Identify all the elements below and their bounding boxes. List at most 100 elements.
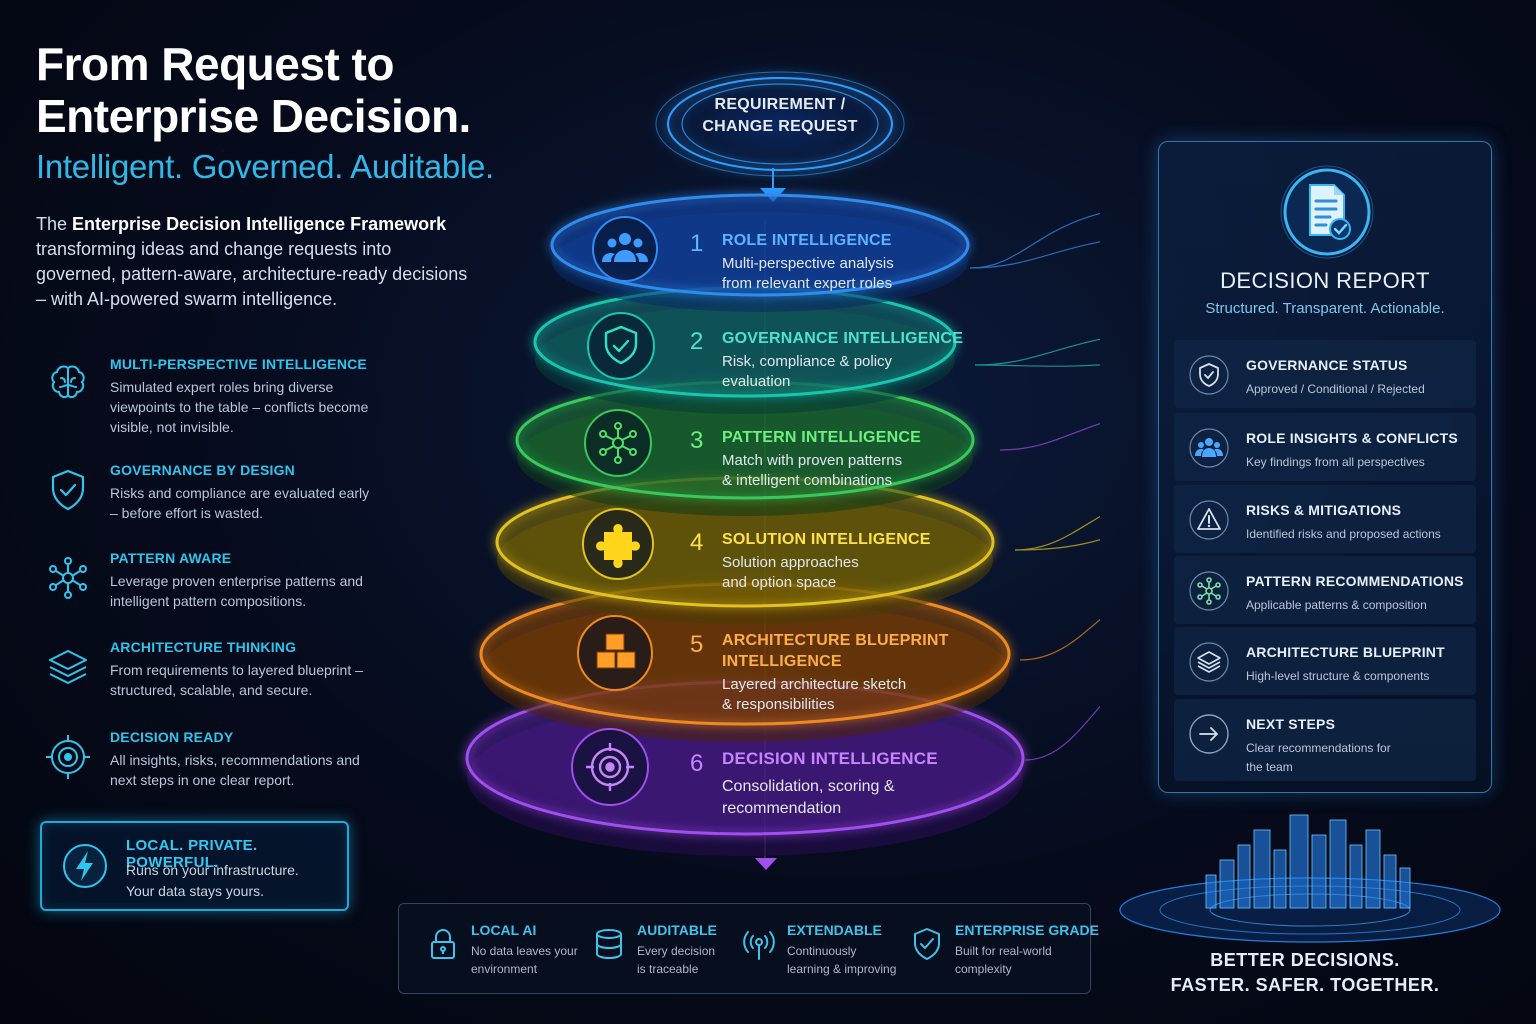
report-item-title: ARCHITECTURE BLUEPRINT <box>1246 644 1445 660</box>
report-item-desc: Approved / Conditional / Rejected <box>1246 382 1425 396</box>
title-line-1: From Request to <box>36 38 394 90</box>
layer-desc-line-1: Layered architecture sketch <box>722 676 907 693</box>
report-item-title: GOVERNANCE STATUS <box>1246 357 1408 373</box>
tagline: Intelligent. Governed. Auditable. <box>36 148 494 185</box>
layer-title: PATTERN INTELLIGENCE <box>722 429 921 446</box>
feature-title: DECISION READY <box>110 729 234 745</box>
report-item-desc: Applicable patterns & composition <box>1246 598 1427 612</box>
layer-desc-line-1: Solution approaches <box>722 554 859 571</box>
request-line-1: REQUIREMENT / <box>714 96 846 113</box>
report-item-desc: Identified risks and proposed actions <box>1246 527 1441 541</box>
feature-desc: Leverage proven enterprise patterns and … <box>110 573 363 609</box>
users-icon <box>1189 428 1229 468</box>
report-item-risks: RISKS & MITIGATIONS Identified risks and… <box>1174 485 1476 553</box>
layer-desc: Risk, compliance & policy evaluation <box>722 352 892 392</box>
layers-icon <box>1189 642 1229 682</box>
layer-desc: Multi-perspective analysis from relevant… <box>722 254 894 294</box>
layer-desc: Solution approaches and option space <box>722 553 859 593</box>
layer-desc-line-2: from relevant expert roles <box>722 275 893 292</box>
layer-title: ROLE INTELLIGENCE <box>722 232 892 249</box>
layer-desc-line-1: Match with proven patterns <box>722 452 903 469</box>
bar-item-title: ENTERPRISE GRADE <box>955 922 1099 938</box>
layer-title-line-2: INTELLIGENCE <box>722 653 842 670</box>
report-item-governance-status: GOVERNANCE STATUS Approved / Conditional… <box>1174 340 1476 408</box>
arrow-right-icon <box>1189 714 1229 754</box>
local-box-line-1: Runs on your infrastructure. <box>126 862 299 878</box>
slogan-line-1: BETTER DECISIONS. <box>1210 950 1400 970</box>
report-item-desc: High-level structure & components <box>1246 669 1430 683</box>
report-title: DECISION REPORT <box>1220 268 1430 293</box>
feature-multi-perspective: MULTI-PERSPECTIVE INTELLIGENCE Simulated… <box>44 356 374 436</box>
layer-desc-line-2: and option space <box>722 574 837 591</box>
layer-desc-line-2: & intelligent combinations <box>722 472 893 489</box>
report-subtitle: Structured. Transparent. Actionable. <box>1205 300 1445 317</box>
shield-check-icon <box>604 325 638 365</box>
layer-number: 6 <box>690 750 704 777</box>
report-item-title: ROLE INSIGHTS & CONFLICTS <box>1246 430 1458 446</box>
intro-bold: Enterprise Decision Intelligence Framewo… <box>72 214 447 234</box>
puzzle-icon <box>596 524 640 568</box>
database-icon <box>596 929 622 960</box>
layers-icon <box>49 650 87 684</box>
slogan: BETTER DECISIONS. FASTER. SAFER. TOGETHE… <box>1150 948 1460 998</box>
bottom-feature-bar: LOCAL AI No data leaves your environment… <box>398 903 1099 995</box>
feature-desc: All insights, risks, recommendations and… <box>110 752 360 788</box>
bar-item-title: LOCAL AI <box>471 922 537 938</box>
layer-desc: Layered architecture sketch & responsibi… <box>722 675 906 715</box>
document-check-icon <box>1280 165 1374 259</box>
layer-desc-line-2: evaluation <box>722 373 791 390</box>
feature-desc: Risks and compliance are evaluated early… <box>110 485 370 521</box>
layer-desc-line-1: Risk, compliance & policy <box>722 353 893 370</box>
feature-title: GOVERNANCE BY DESIGN <box>110 462 295 478</box>
bar-item-enterprise-grade: ENTERPRISE GRADE Built for real-world co… <box>907 904 1099 995</box>
shield-check-icon <box>914 928 940 960</box>
report-item-desc: Key findings from all perspectives <box>1246 455 1425 469</box>
layer-title-line-1: ARCHITECTURE BLUEPRINT <box>722 632 949 649</box>
cubes-icon <box>596 633 636 669</box>
bar-item-desc: Built for real-world complexity <box>955 944 1052 976</box>
report-item-role-insights: ROLE INSIGHTS & CONFLICTS Key findings f… <box>1174 413 1476 481</box>
layer-desc: Match with proven patterns & intelligent… <box>722 451 902 491</box>
bar-item-desc: Continuously learning & improving <box>787 944 897 976</box>
feature-desc: Simulated expert roles bring diverse vie… <box>110 379 369 435</box>
layer-title: GOVERNANCE INTELLIGENCE <box>722 330 964 347</box>
report-item-desc: Clear recommendations for the team <box>1246 741 1391 774</box>
layer-title: DECISION INTELLIGENCE <box>722 749 938 768</box>
report-item-title: PATTERN RECOMMENDATIONS <box>1246 573 1464 589</box>
report-item-pattern-recommendations: PATTERN RECOMMENDATIONS Applicable patte… <box>1174 556 1476 624</box>
feature-architecture: ARCHITECTURE THINKING From requirements … <box>44 639 374 719</box>
shield-check-icon <box>1189 355 1229 395</box>
feature-title: MULTI-PERSPECTIVE INTELLIGENCE <box>110 356 367 372</box>
layer-desc-line-2: & responsibilities <box>722 696 835 713</box>
feature-title: PATTERN AWARE <box>110 550 232 566</box>
antenna-icon <box>743 931 775 960</box>
local-box-title: LOCAL. PRIVATE. POWERFUL. <box>126 837 258 871</box>
network-icon <box>1189 571 1229 611</box>
users-icon <box>602 233 648 262</box>
layer-title: ARCHITECTURE BLUEPRINT INTELLIGENCE <box>722 630 949 672</box>
bar-item-title: AUDITABLE <box>637 922 717 938</box>
local-box-line-2: Your data stays yours. <box>126 883 265 899</box>
feature-governance: GOVERNANCE BY DESIGN Risks and complianc… <box>44 462 374 542</box>
report-item-title: NEXT STEPS <box>1246 716 1336 732</box>
bar-item-desc: Every decision is traceable <box>637 944 716 976</box>
feature-decision-ready: DECISION READY All insights, risks, reco… <box>44 729 374 809</box>
layer-number: 1 <box>690 230 704 257</box>
brain-icon <box>51 365 85 399</box>
lock-icon <box>431 929 455 959</box>
feature-desc: From requirements to layered blueprint –… <box>110 662 363 698</box>
layer-desc: Consolidation, scoring & recommendation <box>722 776 895 820</box>
shield-check-icon <box>51 469 85 511</box>
layer-title: SOLUTION INTELLIGENCE <box>722 531 931 548</box>
layer-desc-line-1: Consolidation, scoring & <box>722 778 895 795</box>
layer-number: 2 <box>690 328 704 355</box>
bar-item-auditable: AUDITABLE Every decision is traceable <box>589 904 739 995</box>
feature-title: ARCHITECTURE THINKING <box>110 639 297 655</box>
lightning-icon <box>63 844 107 888</box>
intro-prefix: The <box>36 214 73 234</box>
target-icon <box>586 743 634 791</box>
network-icon <box>599 422 637 464</box>
title-line-2: Enterprise Decision. <box>36 90 471 142</box>
target-icon <box>46 735 90 779</box>
warning-icon <box>1189 500 1229 540</box>
